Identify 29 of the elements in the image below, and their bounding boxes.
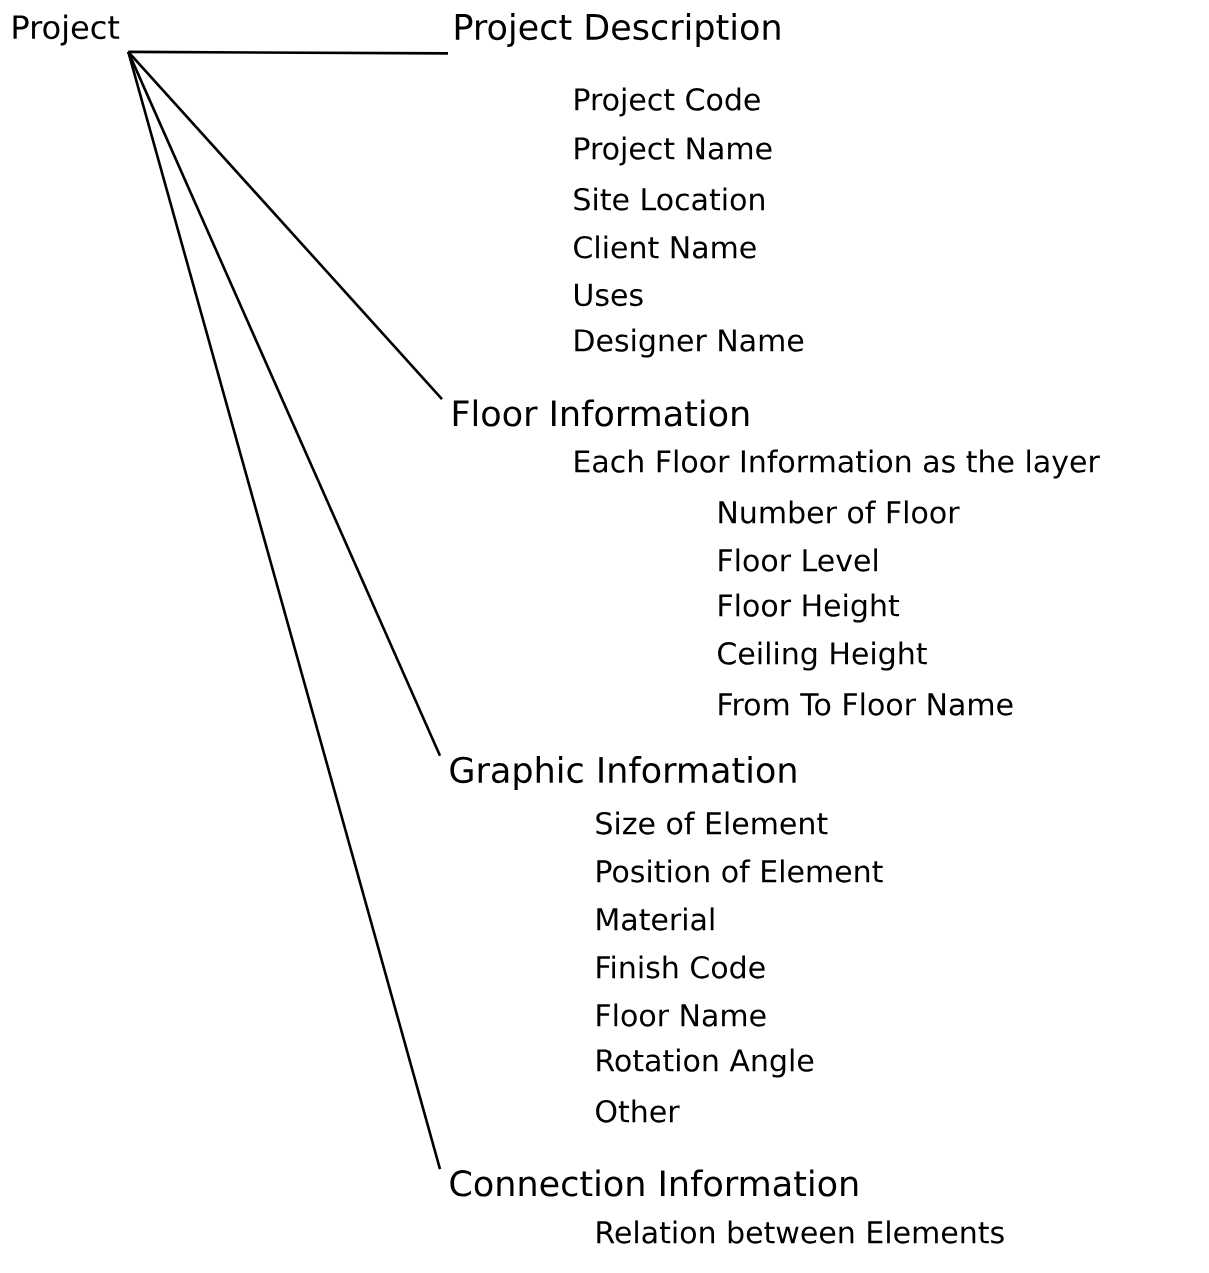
item-label: Ceiling Height [718, 641, 927, 671]
heading: Project Description [455, 13, 780, 47]
heading: Graphic Information [450, 756, 796, 790]
connector-line [127, 51, 443, 400]
item-label: Finish Code [597, 955, 765, 979]
item-label: From To Floor Name [719, 692, 1013, 716]
connector-line [127, 51, 442, 1170]
item-label: Floor Level [719, 548, 877, 572]
item-label: Relation between Elements [597, 1220, 1004, 1244]
heading: Project [13, 14, 120, 46]
item-label: Designer Name [575, 328, 804, 358]
item-label: Material [597, 907, 714, 931]
item-label: Site Location [574, 187, 764, 211]
heading: Floor Information [453, 399, 749, 427]
item-label: Floor Name [597, 1003, 766, 1027]
item-label: Floor Height [719, 593, 899, 623]
item-label: Uses [575, 283, 643, 307]
item-label: Client Name [574, 235, 756, 259]
item-label: Other [596, 1099, 680, 1123]
item-label: Number of Floor [719, 500, 960, 524]
item-label: Rotation Angle [597, 1048, 814, 1078]
item-label: Position of Element [597, 859, 883, 883]
item-label: Each Floor Information as the layer [575, 449, 1100, 479]
heading: Connection Information [450, 1169, 858, 1197]
item-label: Project Code [575, 87, 760, 117]
item-label: Size of Element [596, 811, 828, 835]
connector-line [128, 50, 448, 55]
connector-line [127, 51, 442, 757]
item-label: Project Name [575, 136, 772, 166]
